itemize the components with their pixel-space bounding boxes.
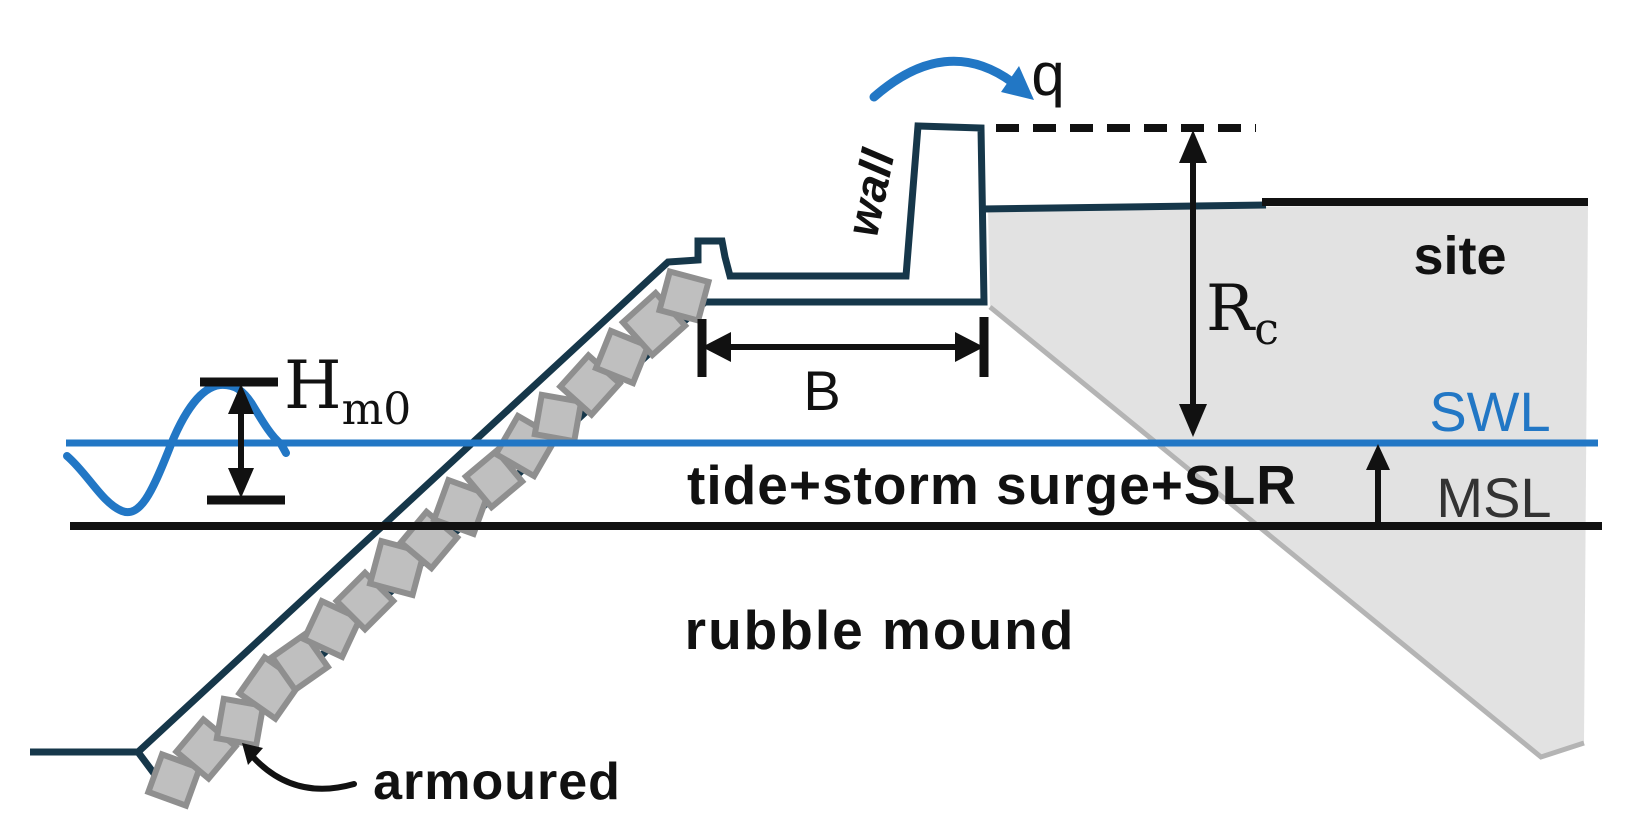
armour-stone bbox=[655, 267, 713, 325]
armoured-arrow-curve bbox=[250, 754, 357, 792]
wave-height-label-sub: m0 bbox=[342, 384, 412, 435]
overtopping-label: q bbox=[1031, 41, 1064, 108]
berm-width-dimension bbox=[697, 317, 989, 377]
site-label: site bbox=[1413, 226, 1506, 286]
overtopping-arrow bbox=[869, 56, 1034, 102]
freeboard-label-sub: c bbox=[1254, 304, 1279, 355]
armour-stone bbox=[300, 597, 364, 661]
hm0-arrowhead-up bbox=[228, 384, 254, 414]
wave-profile bbox=[63, 380, 290, 517]
freeboard-label: Rc bbox=[1206, 272, 1279, 355]
b-arrowhead-right bbox=[955, 332, 984, 362]
rc-arrowhead-down bbox=[1179, 404, 1207, 437]
sea-level-rise-arrow bbox=[1366, 444, 1390, 522]
wall-label: wall bbox=[836, 144, 905, 241]
armoured-pointer bbox=[242, 743, 357, 792]
freeboard-label-main: R bbox=[1206, 272, 1256, 346]
rubble-mound-label: rubble mound bbox=[685, 599, 1076, 661]
wave-height-label: Hm0 bbox=[284, 347, 411, 435]
wave-height-label-main: H bbox=[284, 347, 342, 424]
water-level-components-label: tide+storm surge+SLR bbox=[687, 454, 1297, 516]
armour-stone bbox=[144, 750, 204, 810]
q-arrowhead bbox=[1001, 66, 1034, 100]
slr-arrowhead-up bbox=[1366, 444, 1390, 470]
berm-width-label: B bbox=[803, 359, 840, 422]
armour-stones bbox=[144, 267, 713, 810]
armoured-label: armoured bbox=[373, 753, 621, 811]
q-arrow-curve bbox=[869, 56, 1017, 102]
site-area bbox=[988, 204, 1588, 760]
swl-label: SWL bbox=[1429, 380, 1550, 443]
msl-label: MSL bbox=[1436, 466, 1551, 529]
armoured-arrowhead bbox=[242, 743, 263, 765]
armour-stone bbox=[531, 391, 585, 445]
site-fill-polygon bbox=[988, 204, 1588, 757]
promenade-deck-line bbox=[981, 201, 1267, 213]
site-slope-edge bbox=[988, 305, 1585, 760]
hm0-arrowhead-down bbox=[228, 468, 254, 498]
armour-stone bbox=[213, 695, 267, 749]
b-arrowhead-left bbox=[702, 332, 731, 362]
wave-height-dimension bbox=[200, 377, 285, 505]
rc-arrowhead-up bbox=[1179, 130, 1207, 163]
armour-stone bbox=[461, 446, 527, 512]
armour-stone bbox=[267, 629, 333, 695]
freeboard-dimension bbox=[1179, 130, 1207, 437]
armour-stone bbox=[592, 327, 652, 387]
